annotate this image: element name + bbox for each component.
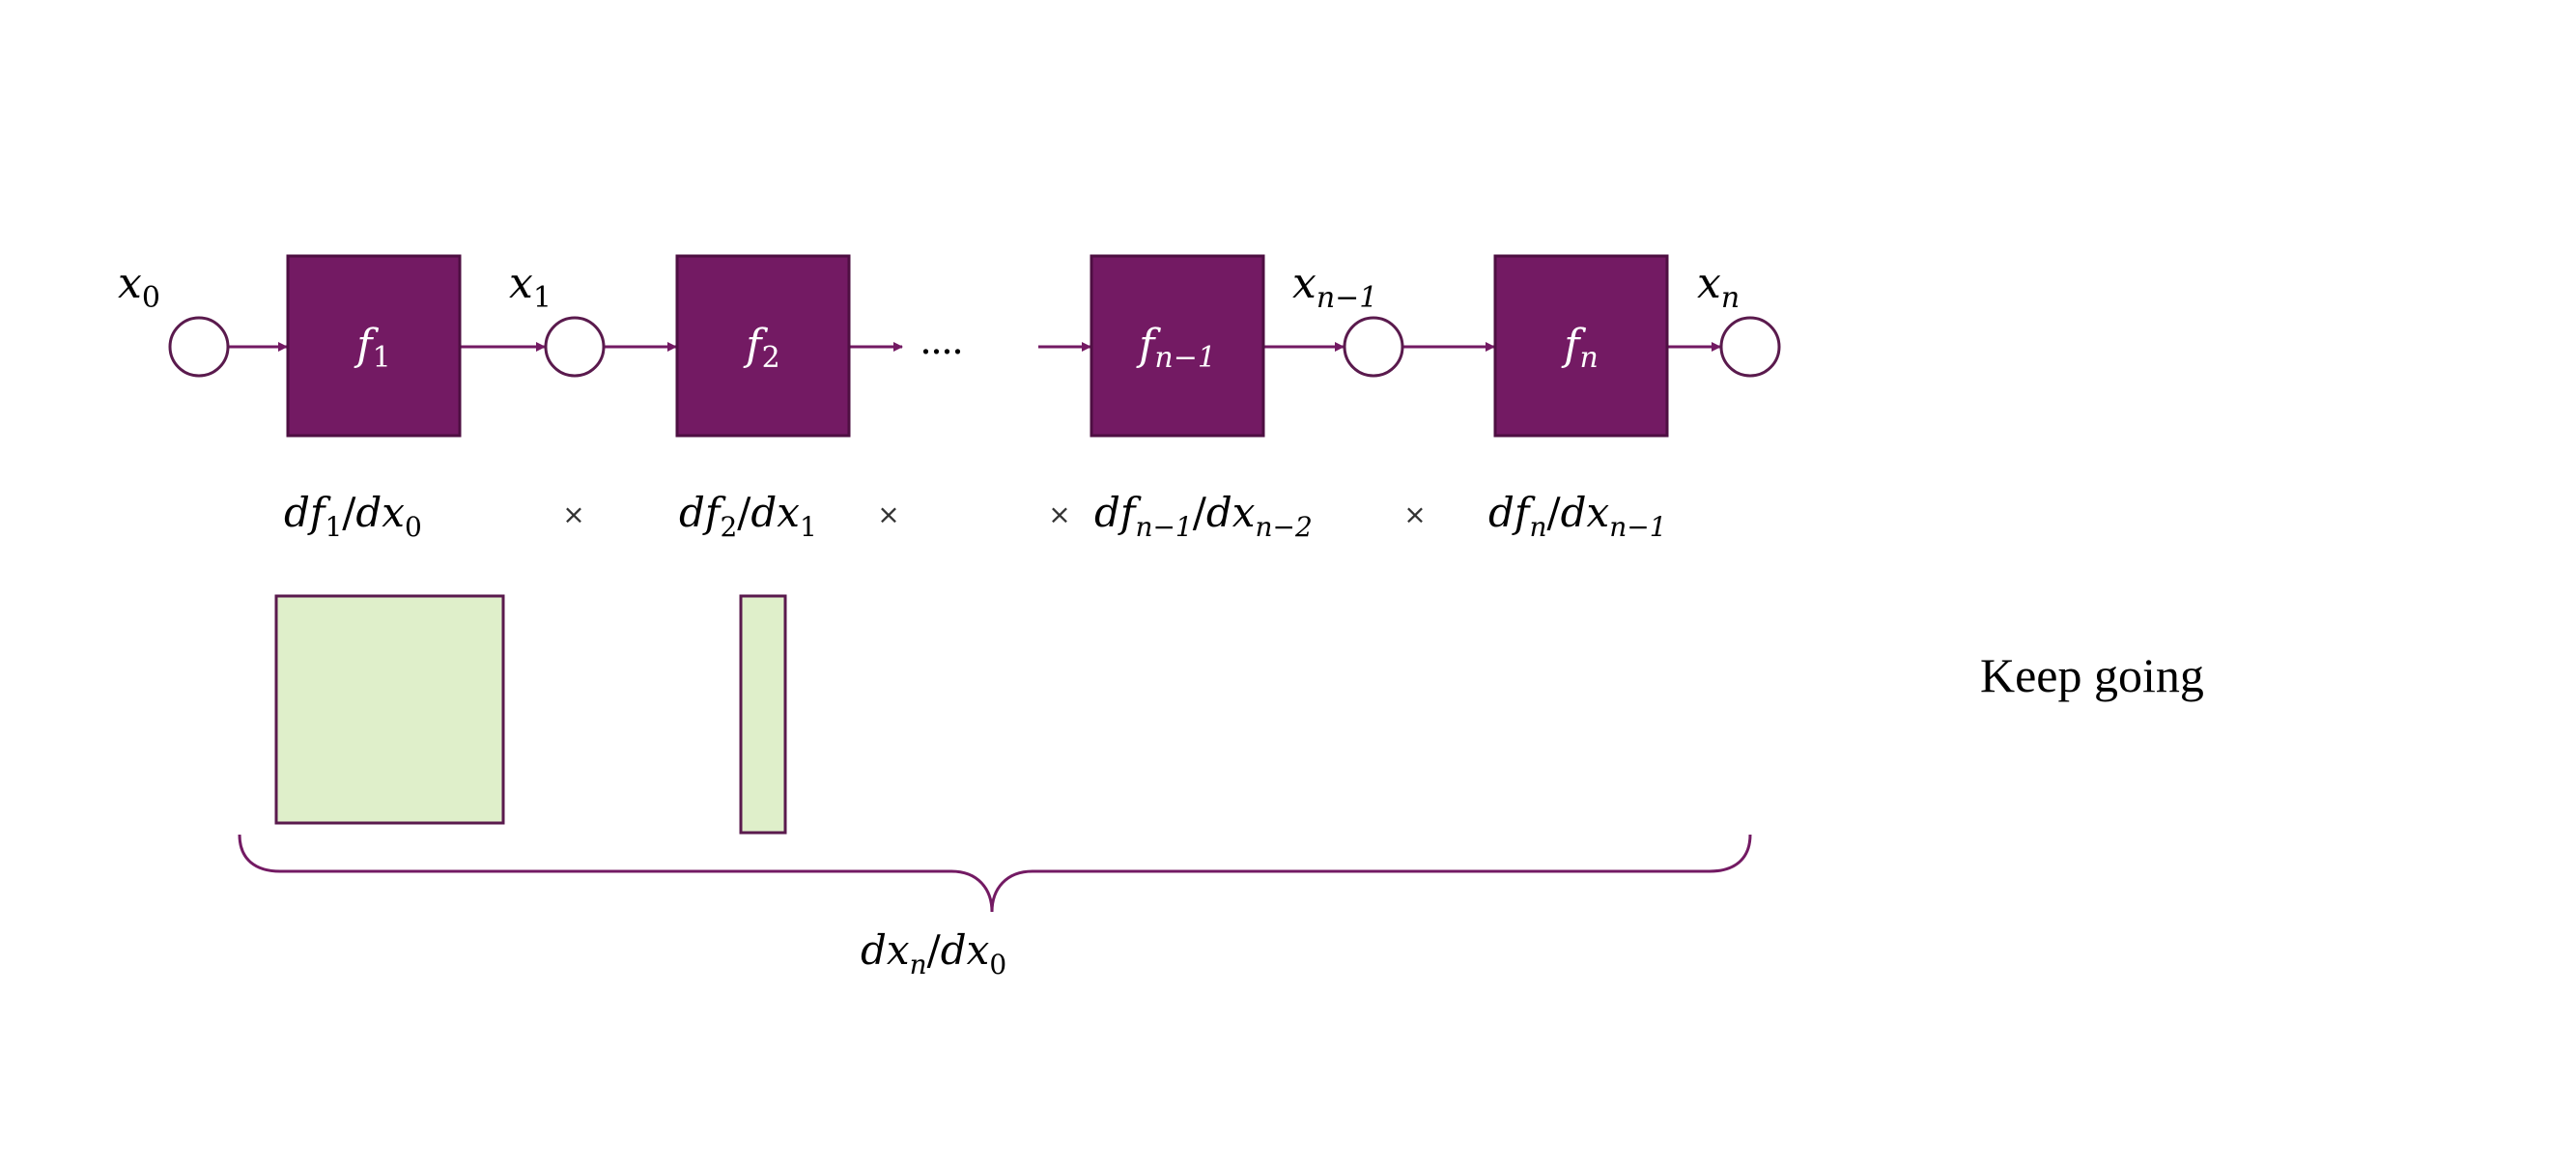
block-fn: [1493, 254, 1669, 438]
times-symbol: ×: [562, 498, 584, 530]
node-x1: [544, 316, 606, 378]
keep-going-note: Keep going: [1980, 648, 2204, 702]
ellipsis: ....: [920, 316, 963, 363]
jacobian-matrix-square: [274, 594, 505, 825]
derivative-dfn-1-dxn-2: dfn−1/dxn−2: [1094, 489, 1313, 543]
derivative-df1-dx0: df1/dx0: [284, 489, 422, 543]
jacobian-matrix-column: [739, 594, 787, 835]
times-symbol: ×: [1403, 498, 1426, 530]
derivative-dfn-dxn-1: dfn/dxn−1: [1488, 489, 1667, 543]
times-symbol: ×: [1048, 498, 1070, 530]
node-xn: [1719, 316, 1781, 378]
times-symbol: ×: [877, 498, 899, 530]
node-xn-1: [1343, 316, 1404, 378]
block-fn-1: [1090, 254, 1265, 438]
node-label-x1: x1: [509, 259, 552, 315]
block-f1: [286, 254, 462, 438]
node-label-x0: x0: [118, 259, 160, 315]
derivative-df2-dx1: df2/dx1: [679, 489, 817, 543]
curly-brace: [238, 834, 1752, 913]
total-derivative-dxn-dx0: dxn/dx0: [861, 926, 1006, 980]
node-x0: [168, 316, 230, 378]
block-f2: [675, 254, 851, 438]
node-label-xn: xn: [1697, 259, 1740, 315]
node-label-xn-1: xn−1: [1292, 259, 1377, 315]
block-label-fn-1: fn−1: [1136, 321, 1216, 375]
